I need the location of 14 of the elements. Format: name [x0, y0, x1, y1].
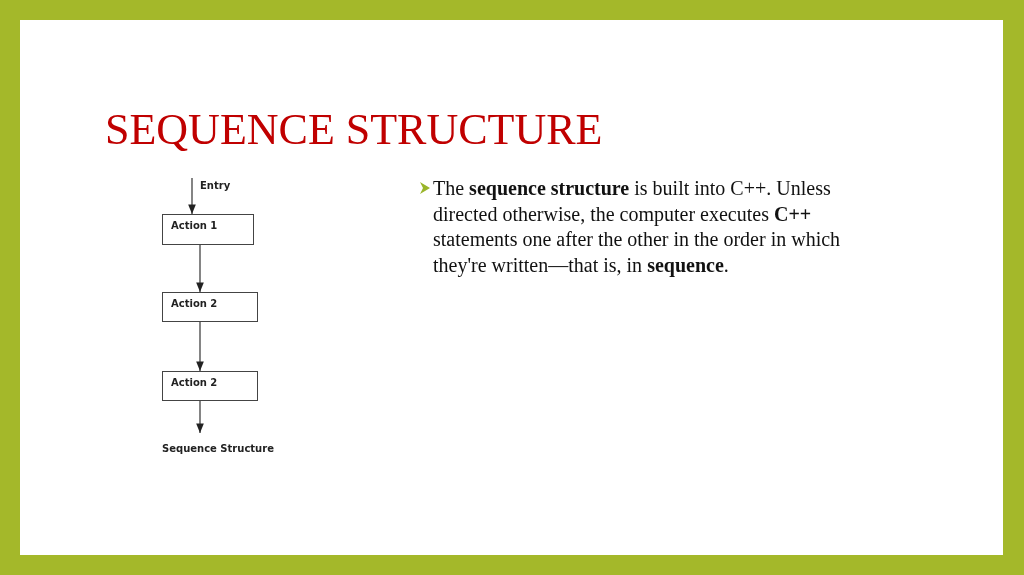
diagram-caption: Sequence Structure — [162, 443, 282, 457]
action-label: Action 1 — [171, 220, 218, 231]
action-label: Action 2 — [171, 377, 218, 388]
action-label: Action 2 — [171, 298, 218, 309]
arrow — [188, 177, 196, 215]
action-box — [162, 371, 258, 401]
action-box — [162, 292, 258, 322]
arrow — [196, 244, 204, 293]
edge-label: Entry — [200, 180, 231, 191]
slide-title: SEQUENCE STRUCTURE — [105, 108, 603, 152]
bullet-paragraph: The sequence structure is built into C++. Unless directed otherwise, the computer executes C++ statements one after the other in the order in which they're written—that is, in sequence. — [433, 176, 842, 278]
arrow — [196, 400, 204, 434]
action-box — [162, 214, 254, 245]
arrow — [196, 321, 204, 372]
